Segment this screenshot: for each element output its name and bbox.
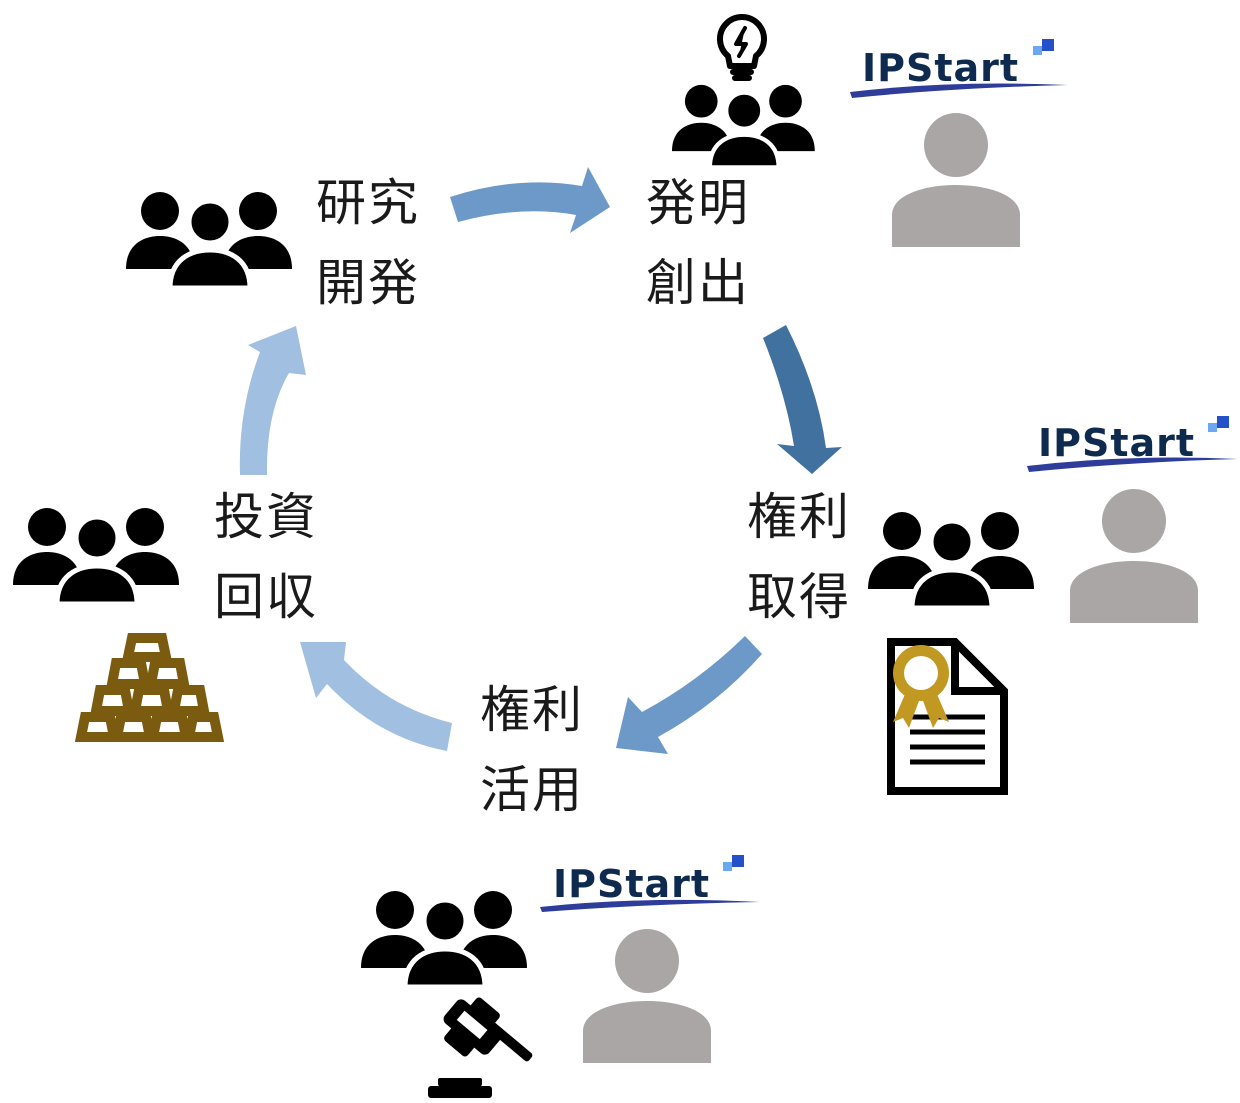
stage-label-line: 研究	[316, 174, 420, 232]
people-group-icon	[868, 512, 1034, 608]
certificate-icon	[887, 638, 1008, 795]
person-icon	[892, 113, 1020, 247]
people-group-icon	[126, 192, 292, 288]
ipstart-logo-text: IPStart	[862, 46, 1020, 90]
stage-investment-recovery: 投資 回収	[214, 477, 318, 637]
person-icon	[583, 929, 711, 1063]
stage-rights-utilization: 権利 活用	[480, 670, 584, 830]
arrow-utilization-to-investment	[300, 642, 452, 751]
brand-mark	[1027, 416, 1238, 472]
people-group-icon	[672, 85, 815, 168]
arrow-research-to-invention	[450, 167, 610, 233]
gold-bars-icon	[74, 633, 225, 742]
stage-label-line: 創出	[646, 254, 750, 312]
stage-label-line: 投資	[214, 488, 318, 546]
stage-label-line: 発明	[646, 174, 750, 232]
person-icon	[1070, 489, 1198, 623]
arrow-rights-to-utilization	[616, 636, 762, 754]
ipstart-logo-text: IPStart	[1038, 421, 1196, 465]
stage-label-line: 権利	[747, 488, 851, 546]
stage-label-line: 活用	[480, 761, 584, 819]
stage-research-development: 研究 開発	[316, 163, 420, 323]
stage-invention-creation: 発明 創出	[646, 163, 750, 323]
people-group-icon	[13, 508, 179, 604]
stage-label-line: 取得	[747, 568, 851, 626]
ipstart-logo-text: IPStart	[553, 862, 711, 906]
gavel-icon	[428, 997, 533, 1098]
stage-label-line: 開発	[316, 254, 420, 312]
arrow-invention-to-rights	[763, 325, 842, 474]
stage-label-line: 権利	[480, 681, 584, 739]
cycle-arrow-icon	[239, 167, 842, 754]
stage-rights-acquisition: 権利 取得	[747, 477, 851, 637]
arrow-investment-to-research	[239, 326, 306, 475]
lightbulb-icon	[717, 14, 767, 81]
brand-mark	[540, 855, 760, 912]
stage-label-line: 回収	[214, 568, 318, 626]
people-group-icon	[361, 891, 527, 987]
brand-mark	[850, 39, 1068, 98]
